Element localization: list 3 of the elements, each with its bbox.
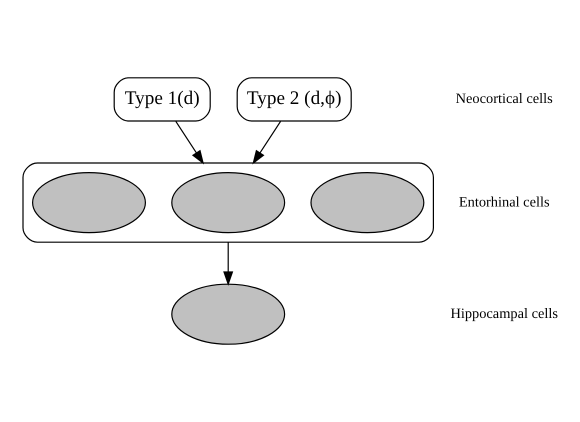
label: Neocortical cells: [456, 91, 553, 108]
label: Entorhinal cells: [458, 194, 550, 210]
label: Hippocampal cells: [450, 306, 558, 322]
